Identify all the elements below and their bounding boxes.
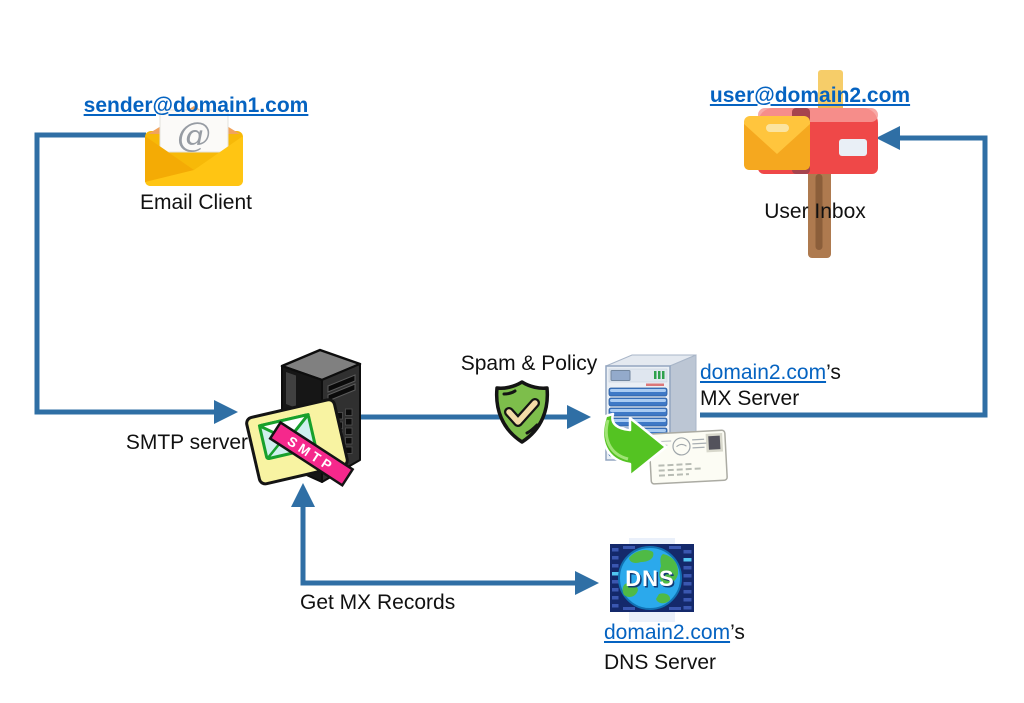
email-client-icon: @ xyxy=(140,104,248,190)
green-delivery-arrow-icon xyxy=(601,412,668,478)
dns-server-icon: DNS DNS xyxy=(603,538,701,622)
dns-possessive: ’s xyxy=(730,621,745,644)
check-icon xyxy=(506,400,538,425)
user-inbox-icon xyxy=(742,66,884,262)
dns-domain-link[interactable]: domain2.com xyxy=(604,621,731,644)
dns-rack-light-1 xyxy=(612,572,619,576)
at-symbol-icon: @ xyxy=(177,115,211,155)
dns-server-label: DNS Server xyxy=(604,651,717,674)
dns-text-shadow: DNS xyxy=(627,568,676,593)
shield-accent-bottom xyxy=(525,423,539,435)
postage-stamp xyxy=(705,433,724,453)
mailbox-flag xyxy=(818,70,843,114)
sender-address-link[interactable]: sender@domain1.com xyxy=(83,94,309,117)
smtp-card: SMTP xyxy=(245,398,355,488)
inbox-envelope-bar xyxy=(766,124,789,132)
shield-accent-top xyxy=(502,389,517,396)
green-arrow-highlight xyxy=(604,419,629,461)
dns-text: DNS xyxy=(625,566,674,591)
arrowhead-into-mx xyxy=(567,405,591,429)
user-address-link[interactable]: user@domain2.com xyxy=(709,84,911,107)
cancellation-lines xyxy=(692,438,707,449)
dns-rack-rows xyxy=(612,546,692,610)
user-inbox-label: User Inbox xyxy=(764,200,866,223)
connector-smtp-dns xyxy=(300,498,575,586)
mailbox-post-stripe xyxy=(815,174,823,250)
get-mx-records-label: Get MX Records xyxy=(300,591,456,614)
arrowhead-into-smtp xyxy=(214,400,238,424)
spam-policy-label: Spam & Policy xyxy=(460,352,598,375)
dns-server-caption: domain2.com’s DNS Server xyxy=(604,618,824,678)
mx-domain-link[interactable]: domain2.com xyxy=(700,361,827,384)
connector-client-to-smtp xyxy=(34,132,214,415)
arrowhead-into-smtp-from-dns xyxy=(291,483,315,507)
mx-server-icon xyxy=(590,352,730,488)
email-client-label: Email Client xyxy=(139,191,253,214)
tower-gloss xyxy=(286,372,296,408)
arrowhead-into-inbox xyxy=(876,126,900,150)
mailbox-label-plate xyxy=(839,139,867,156)
spam-filter-shield-icon xyxy=(489,379,555,447)
dns-continents xyxy=(622,550,679,604)
mx-server-caption: domain2.com’s MX Server xyxy=(700,360,920,412)
mx-brand-text xyxy=(646,383,664,386)
inbox-envelope-front xyxy=(744,124,810,170)
mx-status-lights xyxy=(654,371,665,379)
smtp-server-icon: SMTP xyxy=(238,346,378,488)
mx-screen xyxy=(610,370,631,381)
postmark xyxy=(672,437,691,456)
dns-rack-light-2 xyxy=(683,558,692,562)
envelope-fold-shade xyxy=(145,136,194,182)
arrowhead-into-dns xyxy=(575,571,599,595)
connector-mx-to-inbox xyxy=(700,135,988,418)
address-lines xyxy=(658,462,701,477)
mx-possessive: ’s xyxy=(826,361,841,384)
smtp-server-label: SMTP server xyxy=(125,431,248,454)
mx-server-label: MX Server xyxy=(700,387,800,410)
drive-bay-1 xyxy=(327,374,356,393)
mx-mail-envelope xyxy=(648,429,728,485)
